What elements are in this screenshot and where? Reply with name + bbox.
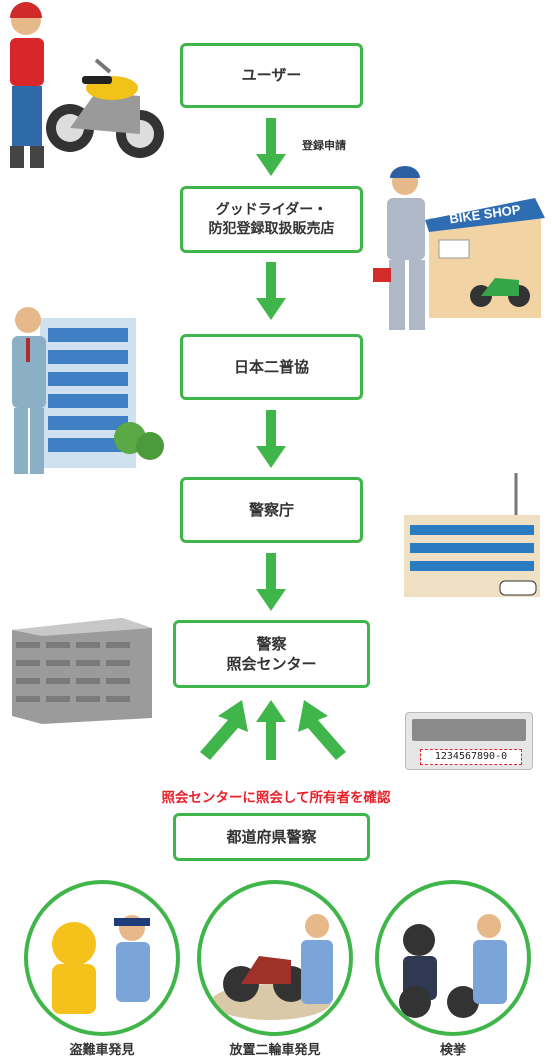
stolen-vehicle-illustration — [52, 915, 150, 1014]
arrow-up-right — [298, 700, 346, 760]
inquiry-note: 照会センターに照会して所有者を確認 — [161, 790, 391, 806]
case-abandoned-bike-label: 放置二輪車発見 — [229, 1043, 321, 1058]
case-arrest-label: 検挙 — [439, 1043, 466, 1058]
user-box-label: ユーザー — [241, 66, 302, 85]
plate-logo-band — [412, 719, 526, 741]
arrow-up-left — [200, 700, 248, 760]
arrow-down-3 — [256, 410, 286, 468]
bike-shop-illustration: BIKE SHOP — [373, 166, 545, 330]
shop-box-line2: 防犯登録取扱販売店 — [208, 220, 335, 237]
police-agency-building-illustration — [404, 473, 540, 597]
prefectural-police-box: 都道府県警察 — [173, 813, 370, 861]
case-stolen-vehicle-circle — [24, 880, 180, 1036]
user-box: ユーザー — [180, 43, 363, 108]
center-box: 警察 照会センター — [173, 620, 370, 688]
association-building-illustration — [12, 307, 164, 474]
npa-box: 警察庁 — [180, 477, 363, 543]
arrow-down-1 — [256, 118, 286, 176]
shop-box-line1: グッドライダー・ — [215, 201, 328, 218]
registration-plate: 1234567890-0 — [405, 712, 533, 770]
arrow-down-2 — [256, 262, 286, 320]
case-stolen-vehicle-label: 盗難車発見 — [69, 1043, 135, 1058]
association-box-label: 日本二普協 — [233, 357, 309, 376]
arrest-illustration — [399, 914, 507, 1018]
association-box: 日本二普協 — [180, 334, 363, 400]
case-arrest-circle — [375, 880, 531, 1036]
arrow-down-4 — [256, 553, 286, 611]
user-motorcycle-illustration — [10, 2, 164, 168]
npa-box-label: 警察庁 — [248, 500, 294, 519]
server-rack-illustration — [12, 618, 152, 724]
shop-box: グッドライダー・ 防犯登録取扱販売店 — [180, 186, 363, 253]
center-box-line2: 照会センター — [226, 655, 317, 673]
plate-number: 1234567890-0 — [420, 749, 522, 765]
application-label: 登録申請 — [302, 139, 346, 152]
center-box-line1: 警察 — [256, 634, 287, 653]
arrow-up-center — [256, 700, 286, 760]
abandoned-bike-illustration — [211, 914, 333, 1020]
case-abandoned-bike-circle — [197, 880, 353, 1036]
prefectural-police-box-label: 都道府県警察 — [226, 827, 317, 846]
